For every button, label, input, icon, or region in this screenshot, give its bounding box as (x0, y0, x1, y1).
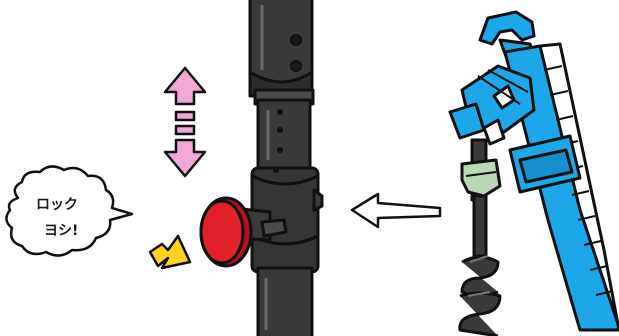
left-arrow-icon (352, 194, 440, 227)
yellow-pointer-arrow-icon (150, 236, 190, 268)
auger-drill (460, 140, 500, 336)
speech-bubble: ロック ヨシ! (6, 166, 132, 255)
bubble-text-line1: ロック (36, 197, 78, 213)
up-down-arrow-icon (165, 68, 205, 176)
bubble-text-line2: ヨシ! (44, 223, 78, 239)
